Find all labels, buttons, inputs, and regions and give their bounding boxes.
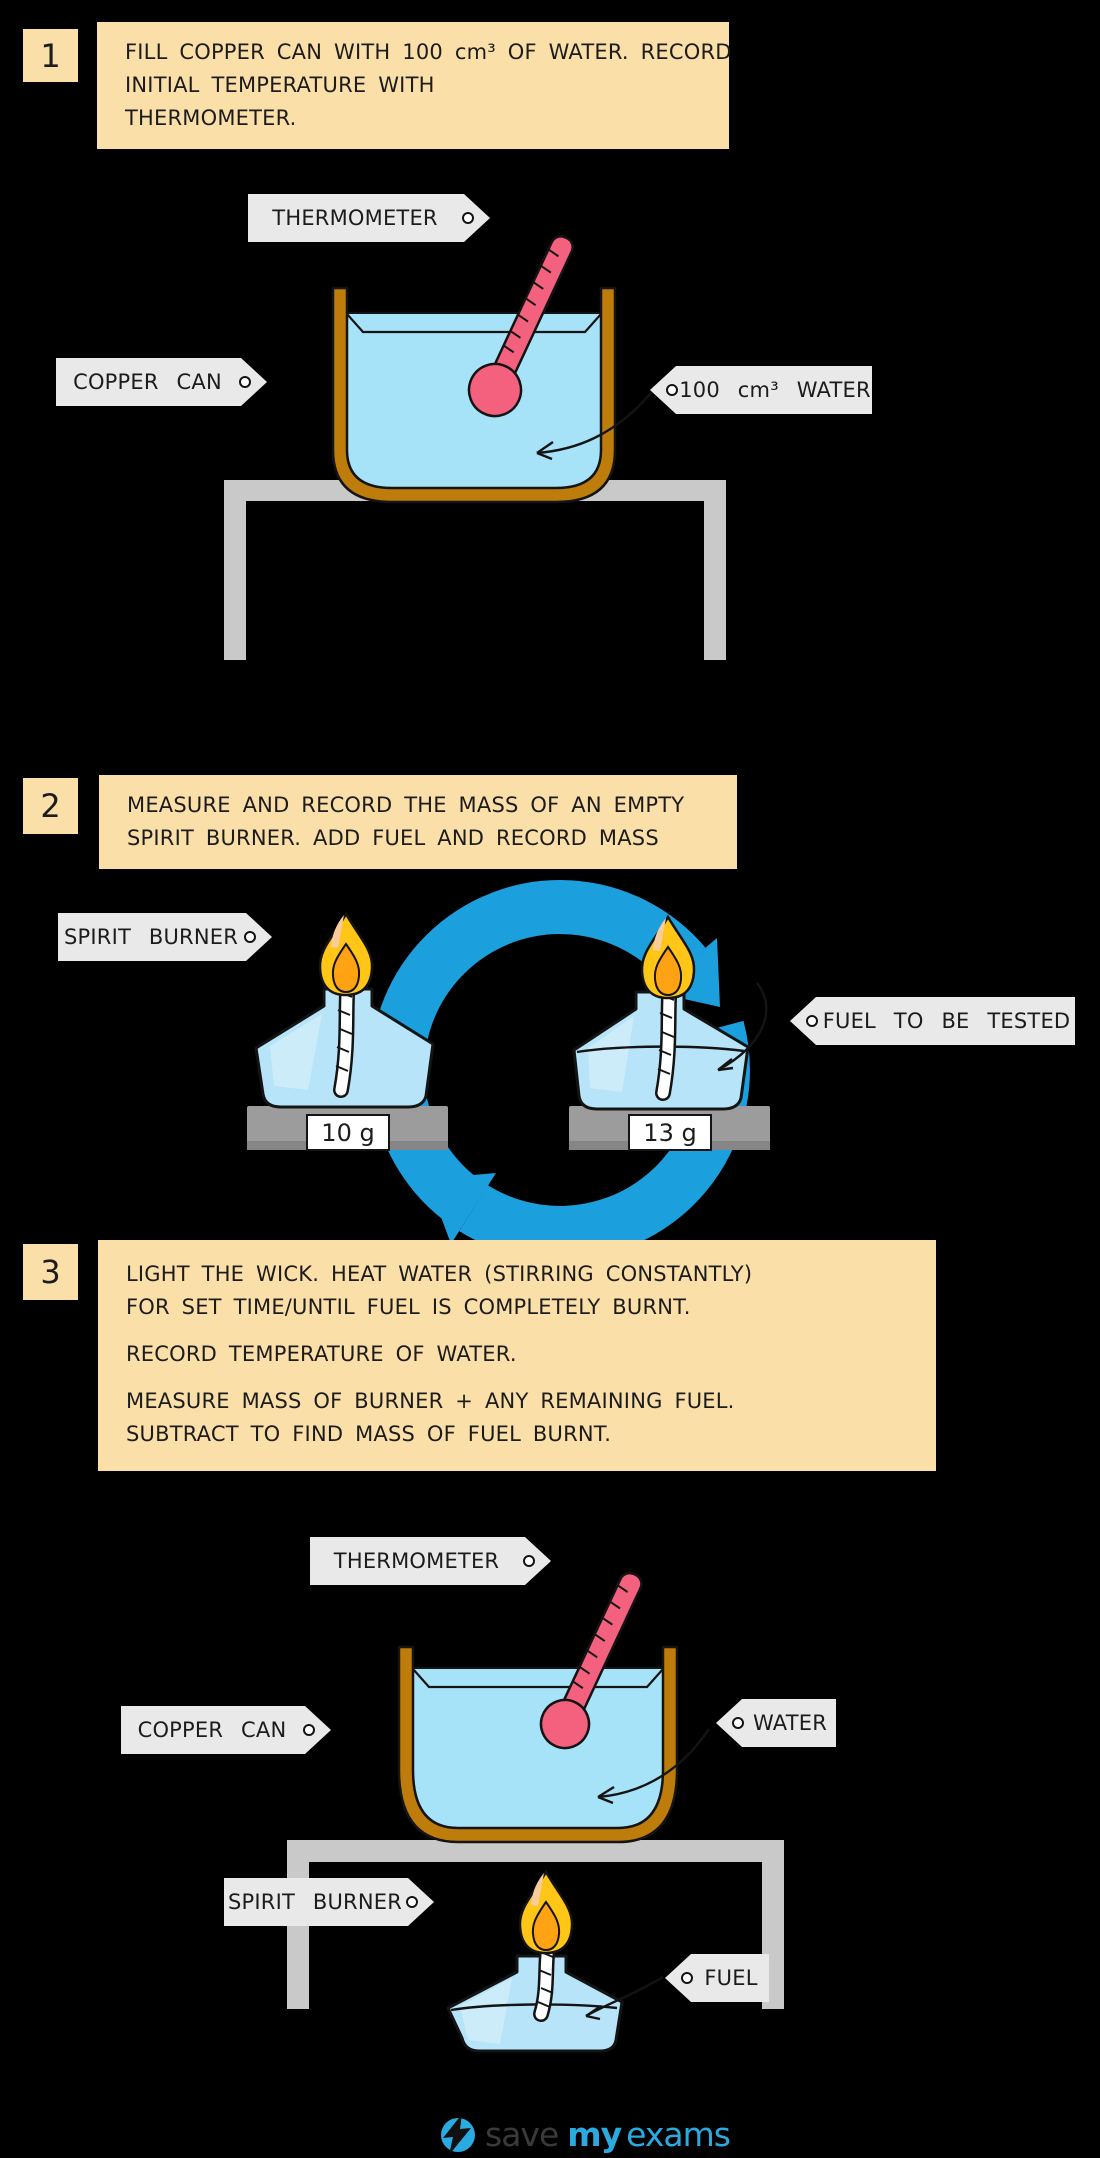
water-label-tag: WATER: [716, 1699, 836, 1747]
step-box-1: FILL COPPER CAN WITH 100 cm³ OF WATER. R…: [97, 22, 732, 149]
tag-text: SPIRIT BURNER: [228, 1890, 403, 1914]
tag-hole-icon: [406, 1896, 418, 1908]
step-text-line: LIGHT THE WICK. HEAT WATER (STIRRING CON…: [126, 1262, 753, 1286]
water-pointer-arrow: [597, 1728, 710, 1805]
fuel-to-be-tested-label-tag: FUEL TO BE TESTED: [790, 997, 1075, 1045]
spirit-burner-label-tag: SPIRIT BURNER: [224, 1878, 434, 1926]
tag-text: THERMOMETER: [333, 1549, 500, 1573]
logo-word-my: my: [567, 2114, 622, 2154]
step-box-3: LIGHT THE WICK. HEAT WATER (STIRRING CON…: [98, 1240, 936, 1471]
tag-text: WATER: [752, 1711, 828, 1735]
spirit-burner-label-tag: SPIRIT BURNER: [58, 913, 272, 961]
tag-hole-icon: [523, 1555, 535, 1567]
step-text-line: MEASURE MASS OF BURNER + ANY REMAINING F…: [126, 1389, 735, 1413]
logo-word-save: save: [485, 2114, 559, 2154]
water: [412, 1667, 664, 1829]
step-text-line: SUBTRACT TO FIND MASS OF FUEL BURNT.: [126, 1422, 612, 1446]
step-text-line: THERMOMETER.: [125, 106, 297, 130]
tag-hole-icon: [239, 376, 251, 388]
copper-can-label-tag: COPPER CAN: [56, 358, 267, 406]
water-label-tag: 100 cm³ WATER: [650, 366, 872, 414]
tag-text: FUEL TO BE TESTED: [822, 1009, 1071, 1033]
scale-reading-left: 10 g: [306, 1114, 390, 1151]
tag-text: 100 cm³ WATER: [679, 378, 871, 402]
scale-reading-right: 13 g: [628, 1114, 712, 1151]
tag-hole-icon: [732, 1717, 744, 1729]
step-text-line: INITIAL TEMPERATURE WITH: [125, 73, 435, 97]
spirit-burner: [446, 1870, 664, 2053]
thermometer-label-tag: THERMOMETER: [248, 194, 490, 242]
lightning-bolt-icon: [441, 2114, 475, 2155]
copper-can: [397, 1645, 679, 1844]
water-pointer-arrow: [536, 392, 652, 461]
logo-word-exams: exams: [626, 2114, 731, 2154]
fuel-pointer-arrow: [717, 982, 768, 1072]
tag-text: FUEL: [704, 1966, 758, 1990]
tag-hole-icon: [806, 1015, 818, 1027]
step-text-line: FILL COPPER CAN WITH 100 cm³ OF WATER. R…: [125, 40, 732, 64]
spirit-burner-right: [572, 915, 768, 1111]
step-box-2: MEASURE AND RECORD THE MASS OF AN EMPTY …: [99, 775, 737, 869]
tag-hole-icon: [303, 1724, 315, 1736]
tag-text: THERMOMETER: [272, 206, 438, 230]
spirit-burner-left: [254, 911, 435, 1109]
step-text-line: FOR SET TIME/UNTIL FUEL IS COMPLETELY BU…: [126, 1295, 691, 1319]
fuel-pointer-arrow: [585, 1975, 664, 2021]
copper-can-label-tag: COPPER CAN: [121, 1706, 331, 1754]
thermometer-icon: [467, 235, 574, 418]
step-number-2: 2: [23, 778, 78, 834]
stand: [224, 480, 726, 660]
step-text-line: SPIRIT BURNER. ADD FUEL AND RECORD MASS: [127, 826, 659, 850]
tag-text: SPIRIT BURNER: [64, 925, 239, 949]
tag-hole-icon: [681, 1972, 693, 1984]
step-text-line: RECORD TEMPERATURE OF WATER.: [126, 1342, 517, 1366]
tag-text: COPPER CAN: [137, 1718, 287, 1742]
copper-can: [331, 286, 617, 504]
tag-hole-icon: [462, 212, 474, 224]
step-text-line: MEASURE AND RECORD THE MASS OF AN EMPTY: [127, 793, 685, 817]
thermometer-label-tag: THERMOMETER: [310, 1537, 551, 1585]
tag-hole-icon: [244, 931, 256, 943]
tag-hole-icon: [666, 384, 678, 396]
step-number-3: 3: [23, 1244, 78, 1300]
tag-text: COPPER CAN: [73, 370, 222, 394]
thermometer-icon: [539, 1571, 643, 1750]
flame-icon: [318, 911, 374, 997]
step-number-1: 1: [23, 29, 78, 82]
